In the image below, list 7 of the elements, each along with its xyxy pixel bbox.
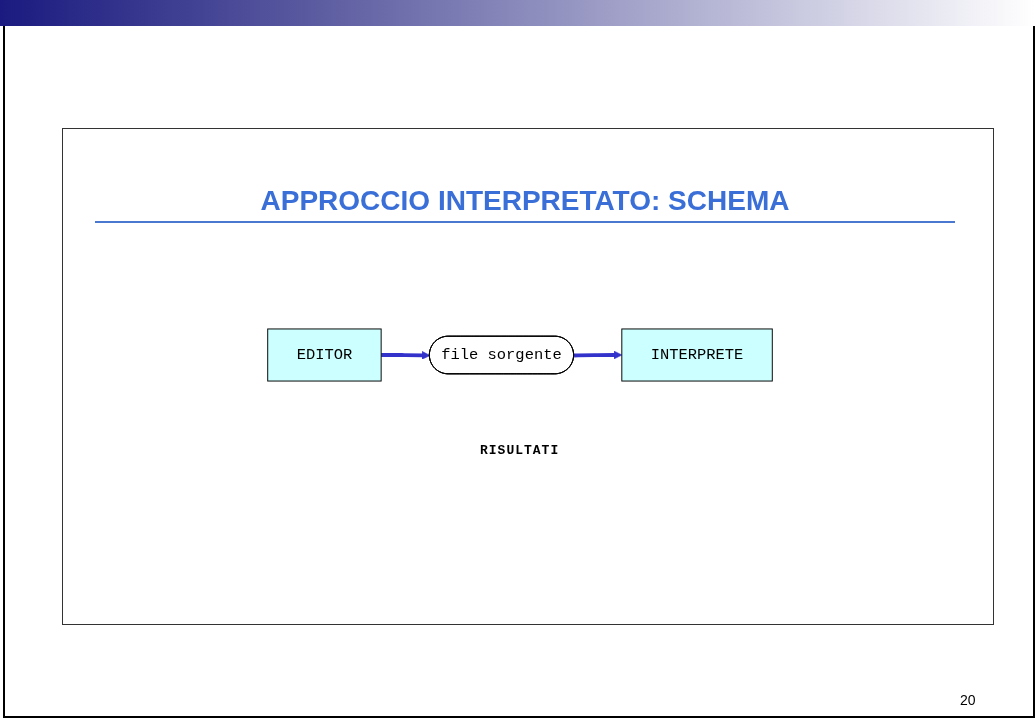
node-box: EDITOR (267, 328, 382, 382)
output-label: RISULTATI (480, 443, 560, 458)
page-number: 20 (960, 692, 976, 708)
arrow (574, 350, 623, 360)
arrow (381, 351, 431, 360)
slide-title: APPROCCIO INTERPRETATO: SCHEMA (95, 185, 955, 223)
node-box: INTERPRETE (621, 328, 773, 382)
